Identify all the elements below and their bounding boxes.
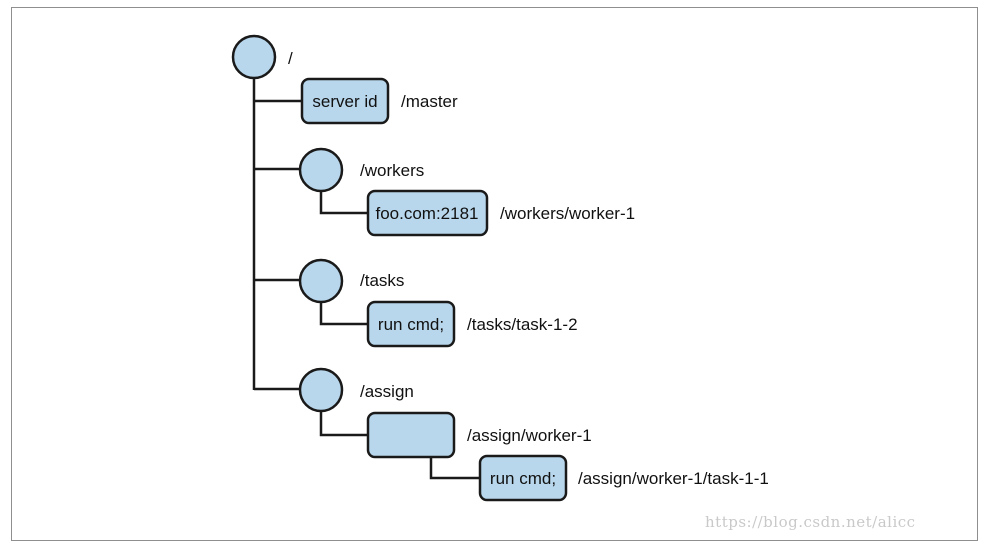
worker-1-path-label: /workers/worker-1 [500,204,635,223]
root-node [231,34,277,80]
tasks-path-label: /tasks [360,271,404,290]
diagram-frame [11,7,978,541]
assign-node [298,367,344,413]
assign-task-1-1-path-label: /assign/worker-1/task-1-1 [578,469,769,488]
assign-task-1-1-data-box [478,454,568,502]
assign-path-label: /assign [360,382,414,401]
master-path-label: /master [401,92,458,111]
workers-path-label: /workers [360,161,424,180]
master-box-text: server id [312,92,377,111]
worker-1-data-box [366,189,489,237]
connector-assign-task-1-1 [429,456,480,480]
task-1-2-data-box [366,300,456,348]
workers-node [298,147,344,193]
master-data-box [300,77,390,125]
connector-worker-1 [319,191,368,215]
assign-worker-1-path-label: /assign/worker-1 [467,426,592,445]
worker-1-box-text: foo.com:2181 [375,204,478,223]
task-1-2-box-text: run cmd; [378,315,444,334]
assign-task-1-1-box-text: run cmd; [490,469,556,488]
task-1-2-path-label: /tasks/task-1-2 [467,315,578,334]
tasks-node [298,258,344,304]
assign-worker-1-data-box [366,411,456,459]
tree-connectors [252,78,480,480]
root-path-label: / [288,49,293,68]
connector-assign-worker-1 [319,411,368,437]
connector-task-1-2 [319,302,368,326]
watermark-text: https://blog.csdn.net/alicc [705,513,916,531]
